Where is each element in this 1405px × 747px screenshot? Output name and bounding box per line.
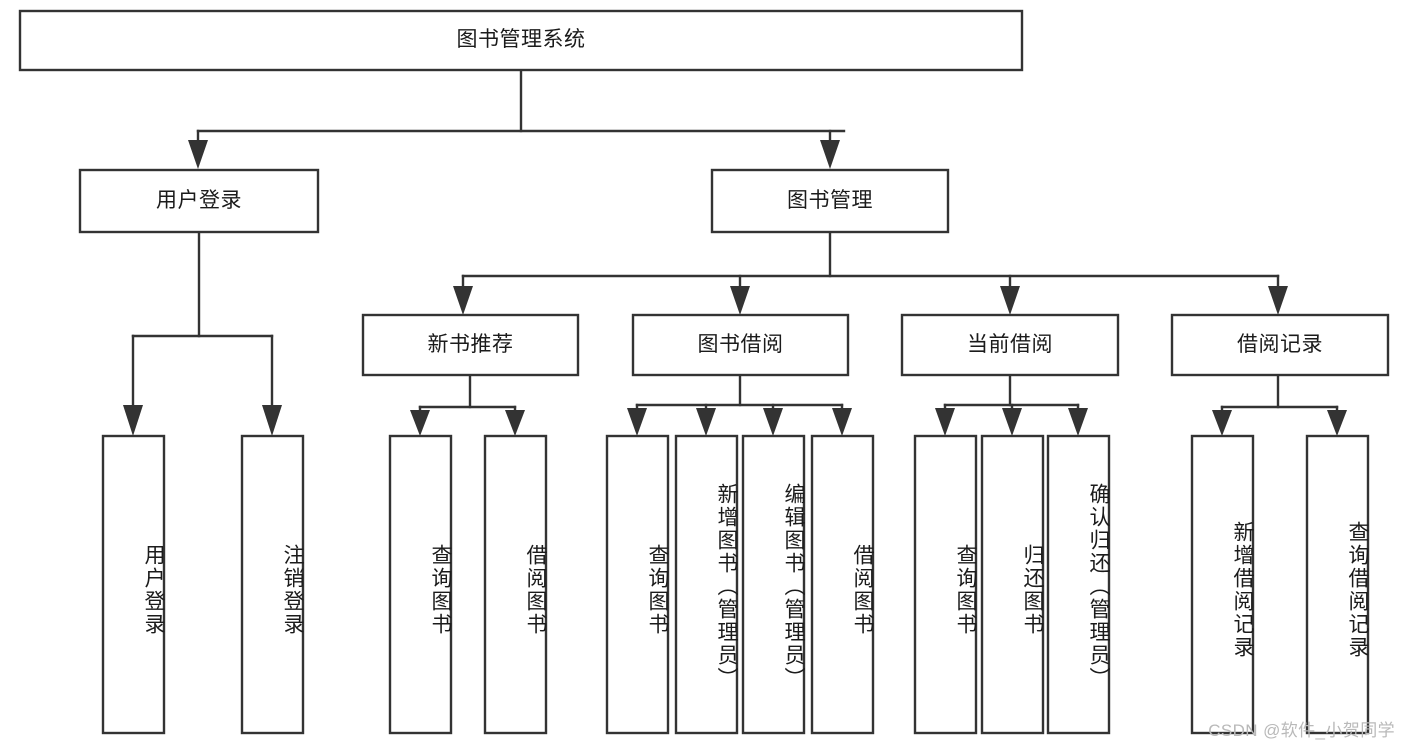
node-root[interactable] [18, 9, 1024, 72]
connector-user-login-to-leaves [123, 230, 282, 436]
node-book-borrow[interactable] [631, 313, 850, 377]
node-leaf-edit-book[interactable] [741, 434, 806, 735]
node-new-book-recommend[interactable] [361, 313, 580, 377]
node-user-login[interactable] [78, 168, 320, 234]
node-leaf-borrow-book-1[interactable] [483, 434, 548, 735]
node-leaf-add-book[interactable] [674, 434, 739, 735]
node-leaf-return-book[interactable] [980, 434, 1045, 735]
node-leaf-query-book-2[interactable] [605, 434, 670, 735]
connector-current-borrow-to-leaves [935, 373, 1088, 436]
connector-borrow-record-to-leaves [1212, 373, 1347, 436]
node-leaf-add-record[interactable] [1190, 434, 1255, 735]
connector-book-management-to-level3 [453, 230, 1288, 315]
connector-root-to-level2 [188, 68, 846, 169]
node-leaf-user-login[interactable] [101, 434, 166, 735]
node-current-borrow[interactable] [900, 313, 1120, 377]
node-leaf-logout-login[interactable] [240, 434, 305, 735]
connector-new-book-recommend-to-leaves [410, 373, 525, 436]
watermark-text: CSDN @软件_小贺同学 [1208, 721, 1395, 740]
node-leaf-confirm-return[interactable] [1046, 434, 1111, 735]
node-book-management[interactable] [710, 168, 950, 234]
node-leaf-query-book-3[interactable] [913, 434, 978, 735]
connector-book-borrow-to-leaves [627, 373, 852, 436]
node-leaf-query-record[interactable] [1305, 434, 1370, 735]
node-leaf-query-book-1[interactable] [388, 434, 453, 735]
node-borrow-record[interactable] [1170, 313, 1390, 377]
node-leaf-borrow-book-2[interactable] [810, 434, 875, 735]
